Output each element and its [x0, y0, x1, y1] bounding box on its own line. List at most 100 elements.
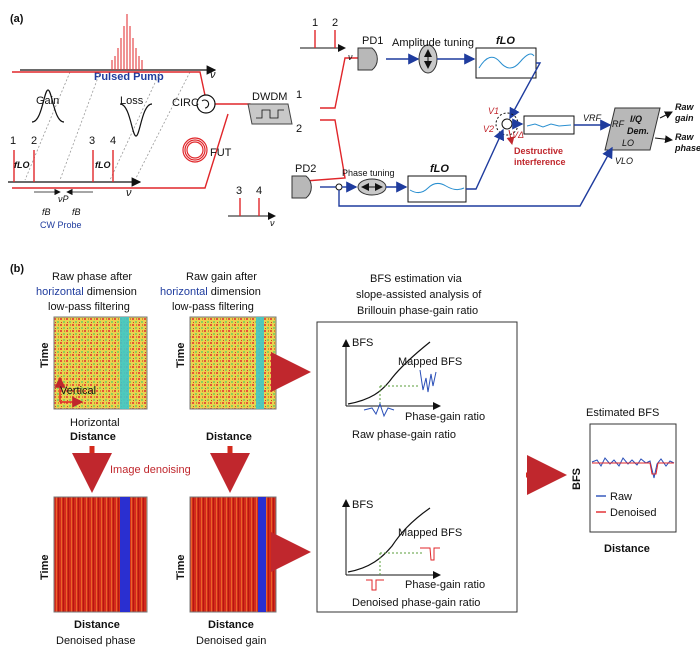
pd2-detector — [291, 175, 312, 199]
bottom-mapped-bfs: Mapped BFS — [398, 527, 462, 539]
denoised-gain-distance: Distance — [208, 619, 254, 631]
raw-gain-hotspot — [256, 317, 264, 409]
image-denoising-label: Image denoising — [110, 464, 191, 476]
denoised-phase-band — [120, 497, 130, 612]
denoised-phase-gain-ratio: Denoised phase-gain ratio — [352, 597, 480, 609]
spectrum-diagram: ν Pulsed Pump Gain Loss ν 1 2 3 4 — [8, 14, 217, 230]
vdelta-waveform — [526, 123, 572, 128]
pd2-waveform — [409, 182, 465, 194]
v2-label: V2 — [483, 124, 494, 134]
panel-a-label: (a) — [10, 13, 24, 25]
pd2-line-3: 3 — [236, 185, 242, 197]
denoised-phase-map — [53, 496, 148, 613]
bottom-mapping-curve — [347, 507, 431, 573]
pd1-detector — [357, 47, 378, 71]
probe-line-4: 4 — [110, 135, 116, 147]
legend-denoised: Denoised — [610, 507, 656, 519]
pd2-axis-nu: ν — [270, 218, 275, 228]
circ-label: CIRC — [172, 97, 199, 109]
raw-gain-1: Raw — [675, 102, 695, 112]
pd1-spectrum: 1 2 ν — [300, 17, 353, 62]
raw-gain-title-2: horizontal dimension — [160, 286, 261, 298]
top-mapped-bfs: Mapped BFS — [398, 356, 462, 368]
bottom-bfs-axis: BFS — [352, 499, 373, 511]
bfs-estimation-box — [316, 321, 518, 613]
pd1-line-2: 2 — [332, 17, 338, 29]
bottom-phase-gain-axis: Phase-gain ratio — [405, 579, 485, 591]
iq-lo-port: LO — [622, 138, 634, 148]
fb-left: fB — [42, 207, 51, 217]
top-mapping-curve — [347, 341, 431, 405]
circulator-arrow-icon — [201, 99, 210, 109]
raw-phase-2: phase — [674, 143, 700, 153]
bottom-denoised-ratio-trace — [366, 579, 384, 591]
vertical-label: Vertical — [60, 385, 96, 397]
denoised-gain-time-label: Time — [175, 555, 187, 580]
top-mapped-bfs-trace — [419, 369, 437, 393]
top-phase-gain-axis: Phase-gain ratio — [405, 411, 485, 423]
horizontal-label: Horizontal — [70, 417, 120, 429]
pulsed-pump-spectrum — [111, 14, 143, 70]
vrf-label: VRF — [583, 113, 602, 123]
flo-left: fLO — [14, 160, 30, 170]
raw-phase-title-1: Raw phase after — [52, 271, 132, 283]
iq-rf-port: RF — [612, 119, 624, 129]
probe-axis-nu: ν — [126, 187, 132, 199]
raw-gain-title-1: Raw gain after — [186, 271, 257, 283]
pd1-label: PD1 — [362, 35, 383, 47]
top-raw-ratio-trace — [363, 402, 395, 418]
pd2-line-4: 4 — [256, 185, 262, 197]
fb-right: fB — [72, 207, 81, 217]
probe-line-2: 2 — [31, 135, 37, 147]
pd2-flo-label: fLO — [430, 163, 449, 175]
pd1-axis-nu: ν — [348, 52, 353, 62]
bottom-mapped-bfs-trace — [420, 547, 440, 561]
nu-p-label: νP — [58, 194, 69, 204]
pd1-flo-label: fLO — [496, 35, 515, 47]
denoised-phase-caption: Denoised phase — [56, 635, 136, 647]
gain-curve — [31, 89, 65, 123]
denoised-phase-time-label: Time — [39, 555, 51, 580]
bfs-title-1: BFS estimation via — [370, 273, 463, 285]
raw-phase-time-label: Time — [39, 343, 51, 368]
pump-axis-nu: ν — [210, 69, 216, 81]
vdelta-label: VΔ — [512, 130, 524, 140]
top-bfs-axis: BFS — [352, 337, 373, 349]
vlo-label: VLO — [615, 156, 633, 166]
raw-phase-title-2: horizontal dimension — [36, 286, 137, 298]
raw-phase-distance: Distance — [70, 431, 116, 443]
amplitude-tuning-label: Amplitude tuning — [392, 37, 474, 49]
loss-label: Loss — [120, 95, 144, 107]
estimated-bfs-denoised-trace — [592, 462, 674, 475]
iq-demodulator — [604, 107, 661, 151]
bfs-title-2: slope-assisted analysis of — [356, 289, 482, 301]
pd2-signal-box — [407, 175, 467, 203]
legend-raw: Raw — [610, 491, 632, 503]
denoised-phase-distance: Distance — [74, 619, 120, 631]
raw-phase-title-horizontal: horizontal — [36, 286, 84, 298]
gain-label: Gain — [36, 95, 59, 107]
dwdm-filter-icon — [256, 109, 284, 119]
fut-coil — [182, 137, 208, 163]
pd2-label: PD2 — [295, 163, 316, 175]
raw-gain-title-3: low-pass filtering — [172, 301, 254, 313]
flo-right: fLO — [95, 160, 111, 170]
estimated-bfs-title: Estimated BFS — [586, 407, 659, 419]
pd2-spectrum: 3 4 ν — [228, 185, 276, 228]
raw-phase-hotspot — [120, 317, 129, 409]
bfs-title-3: Brillouin phase-gain ratio — [357, 305, 478, 317]
raw-phase-1: Raw — [675, 132, 695, 142]
raw-gain-title-dimension: dimension — [208, 286, 261, 298]
raw-phase-map — [53, 316, 148, 410]
probe-lines — [13, 150, 114, 182]
interference-label: interference — [514, 157, 566, 167]
cw-probe-label: CW Probe — [40, 220, 82, 230]
combiner-node — [501, 118, 513, 130]
dwdm-port-2: 2 — [296, 123, 302, 135]
pulsed-pump-label: Pulsed Pump — [94, 71, 164, 83]
raw-gain-time-label: Time — [175, 343, 187, 368]
iq-sub: Dem. — [627, 126, 649, 136]
estimated-bfs-plot — [589, 423, 677, 533]
raw-phase-title-3: low-pass filtering — [48, 301, 130, 313]
